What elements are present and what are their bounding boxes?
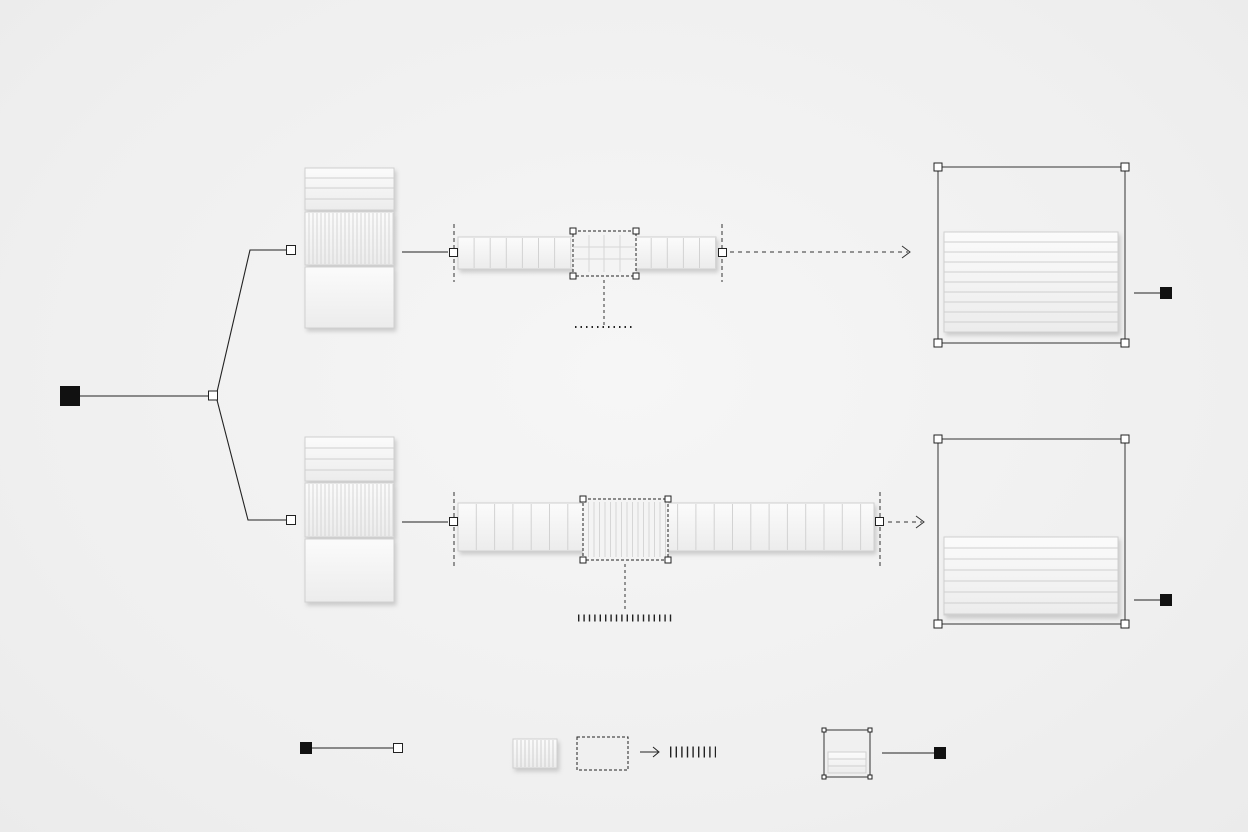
bottom-arrow-head-icon (915, 515, 925, 529)
frame-bottom-handle-icon (933, 619, 943, 629)
stack-top (304, 167, 395, 329)
stack-bottom-tile-plain (304, 538, 395, 603)
stack-top-tile-lines (304, 167, 395, 211)
frame-top-handle-icon (933, 338, 943, 348)
legend-output-icon (821, 727, 946, 780)
strip-bottom-handle-icon (579, 495, 587, 503)
strip-top-handle-icon (632, 272, 640, 280)
legend-connector-icon (300, 742, 403, 754)
dashed-arrows (730, 245, 925, 529)
strip-bottom-handle-icon (664, 556, 672, 564)
frame-bottom (933, 434, 1130, 629)
strip-bottom-handle-icon (664, 495, 672, 503)
frame-bottom-handle-icon (933, 434, 943, 444)
branch-node-icon (208, 390, 218, 401)
frame-bottom-handle-icon (1120, 434, 1130, 444)
strip-top-handle-icon (569, 227, 577, 235)
strip-bottom-out-node-icon (875, 517, 884, 526)
strip-top (449, 224, 727, 328)
output-bottom-square-icon (1160, 594, 1172, 606)
source-square-icon (60, 386, 80, 406)
branch-to-top-line (216, 249, 287, 393)
strip-top-in-node-icon (449, 248, 458, 257)
stack-top-tile-plain (304, 266, 395, 329)
top-input-node-icon (286, 245, 296, 255)
legend-transform-icon (512, 736, 716, 771)
frame-bottom-outline (937, 438, 1126, 625)
connector-lines (80, 249, 1160, 601)
frame-top-handle-icon (1120, 162, 1130, 172)
frame-top-handle-icon (1120, 338, 1130, 348)
frame-bottom-tile (943, 536, 1119, 616)
output-top-square-icon (1160, 287, 1172, 299)
frame-top-handle-icon (933, 162, 943, 172)
strip-bottom-handle-icon (579, 556, 587, 564)
strip-top-handle-icon (632, 227, 640, 235)
strip-top-out-node-icon (718, 248, 727, 257)
frame-top-outline (937, 166, 1126, 344)
strip-bottom (449, 492, 884, 622)
top-arrow-head-icon (901, 245, 911, 259)
branch-to-bottom-line (216, 399, 287, 521)
frame-bottom-handle-icon (1120, 619, 1130, 629)
legend (300, 727, 946, 780)
strip-bottom-selection-box (582, 498, 669, 561)
frame-top (933, 162, 1130, 348)
stack-bottom (304, 436, 395, 603)
strip-top-handle-icon (569, 272, 577, 280)
strip-bottom-in-node-icon (449, 517, 458, 526)
bottom-input-node-icon (286, 515, 296, 525)
